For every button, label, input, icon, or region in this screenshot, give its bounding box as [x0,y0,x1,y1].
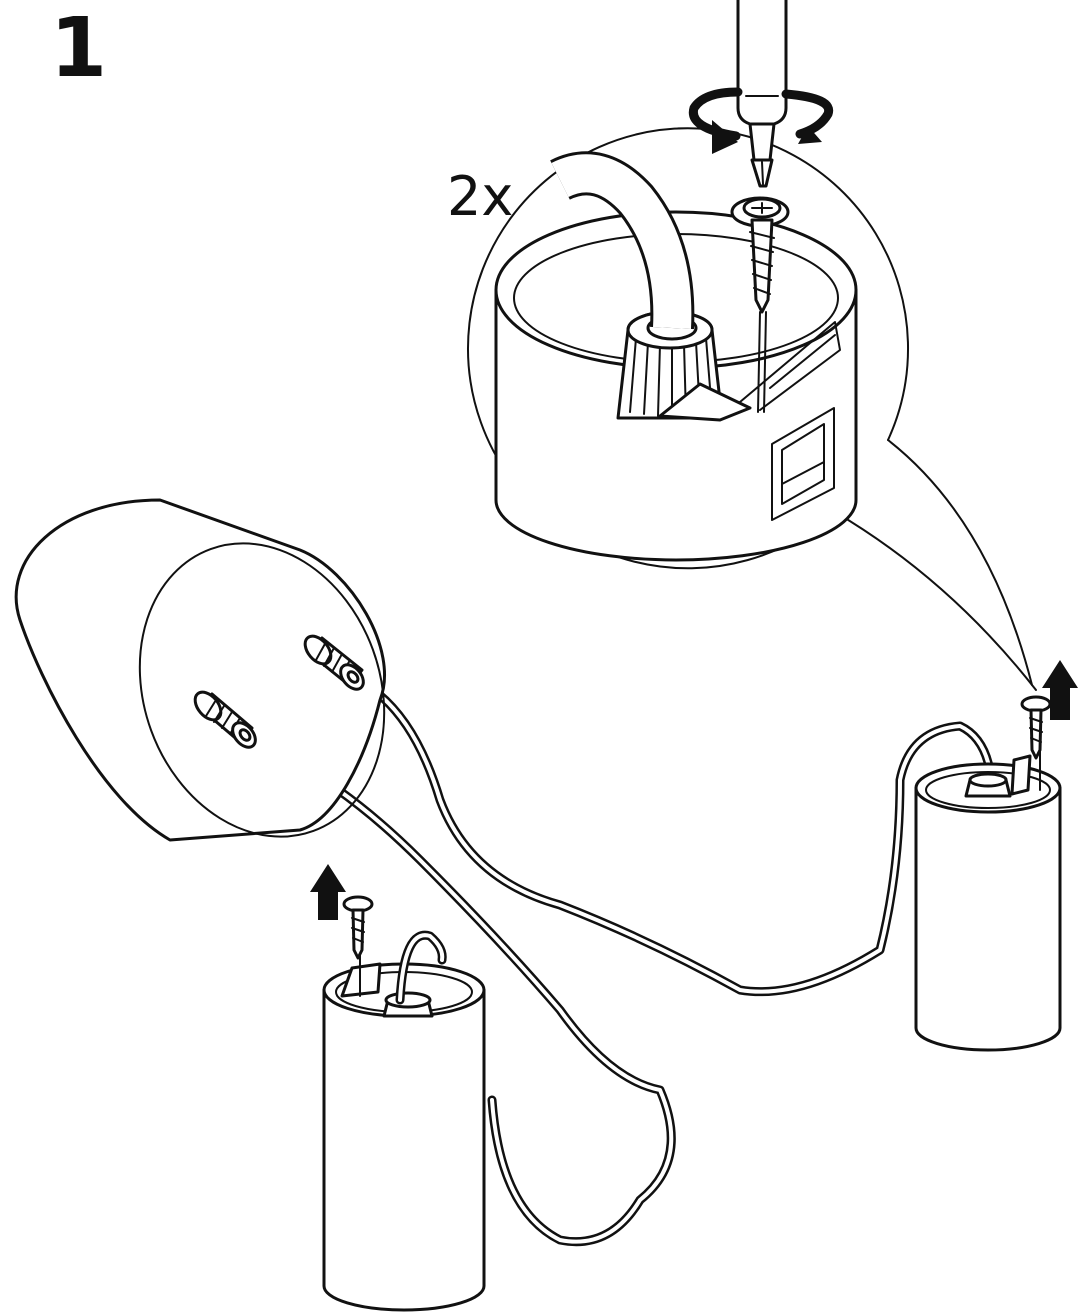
cables [237,671,997,1247]
quantity-label: 2x [447,165,513,228]
step-number: 1 [50,1,107,96]
lamp-shade-right [914,699,1062,1052]
rotate-clockwise-icon [688,87,834,154]
arrow-up-icon [310,864,346,920]
magnifier-circle [467,127,909,570]
screwdriver-icon [736,0,788,188]
lamp-screw-right [1020,695,1052,760]
lamp-screw-left [342,895,374,960]
callout-line-b [834,511,1037,691]
detail-cable [550,151,695,330]
detail-magnifier: 2x [447,0,1037,691]
screw-icon [730,196,790,413]
ceiling-canopy [14,498,386,842]
arrow-up-icon [1042,660,1078,720]
canopy-grommet-upper [303,634,365,691]
side-window [771,407,835,521]
canopy-grommet-lower [193,690,257,749]
lamp-shade-left [322,909,486,1312]
callout-line-a [887,439,1033,686]
